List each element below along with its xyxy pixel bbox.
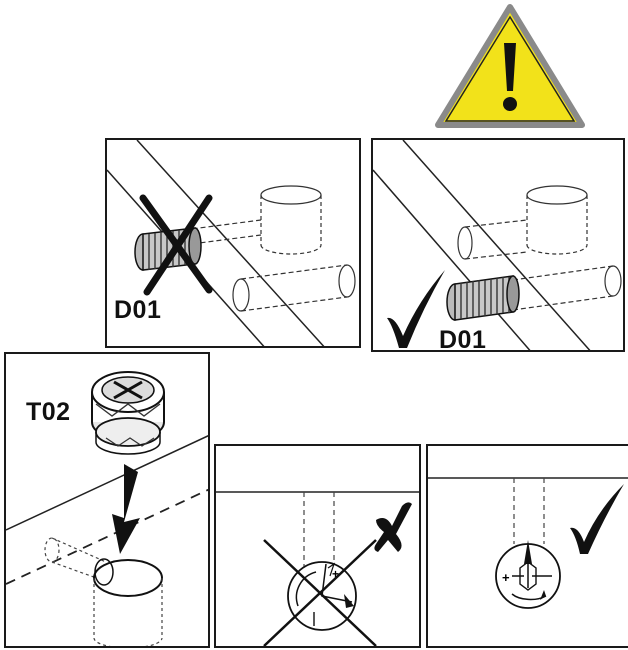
panel-cam-orientation-incorrect: + (214, 444, 421, 648)
incorrect-cross-icon (139, 194, 213, 296)
panel-dowel-correct: D01 (371, 138, 625, 352)
panel-code-label: D01 (114, 296, 162, 324)
svg-text:+: + (502, 570, 510, 585)
panel-cam-orientation-correct: + (426, 444, 628, 648)
cam-orientation-incorrect-drawing: + (216, 491, 419, 646)
correct-check-icon (387, 270, 445, 348)
svg-text:+: + (332, 567, 339, 581)
warning-triangle-icon (435, 4, 585, 128)
panel-dowel-incorrect: D01 (105, 138, 361, 348)
cam-lock-insert-drawing (6, 371, 208, 646)
panel-cam-lock-insert: T02 (4, 352, 210, 648)
incorrect-cross-overlay-icon (263, 539, 377, 646)
dowel-correct-drawing (373, 140, 622, 350)
panel-code-label: D01 (439, 326, 487, 352)
panel-code-label: T02 (26, 398, 71, 426)
ribbed-dowel (446, 275, 520, 321)
dowel-incorrect-drawing (107, 140, 356, 346)
correct-check-icon (570, 484, 624, 554)
cam-lock-face-icon: + (495, 540, 561, 609)
cam-orientation-correct-drawing: + (428, 477, 628, 609)
cam-fitting-icon (91, 371, 165, 455)
incorrect-mark-icon (374, 502, 412, 552)
insert-arrow-icon (112, 464, 140, 554)
